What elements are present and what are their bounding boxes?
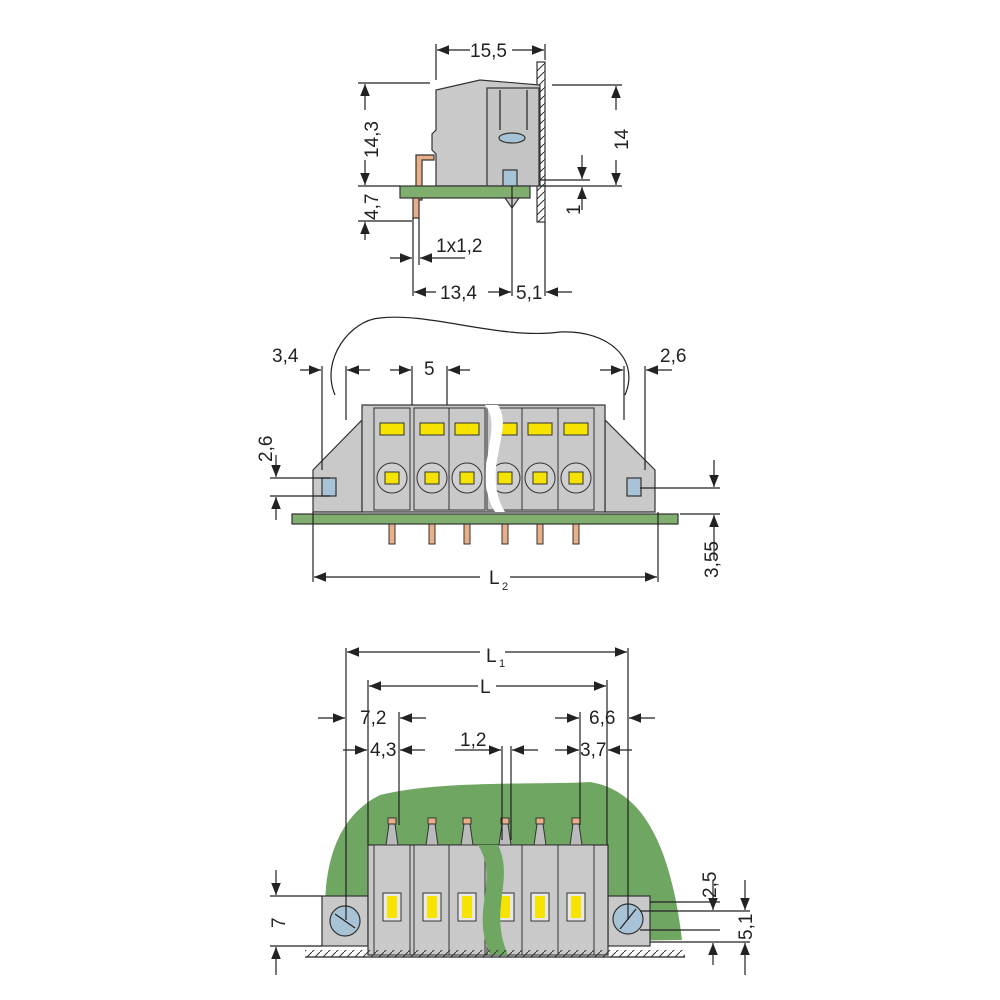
screw-head: [498, 132, 526, 144]
pin-shank: [569, 823, 583, 846]
side-view: 15,5 14,3 4,7 14 1 1x1,2 13,4 5,1: [358, 41, 633, 304]
pin-tip: [571, 817, 581, 825]
dim-screw-height: 2,5: [700, 872, 721, 898]
pin-tip: [535, 817, 545, 825]
actuator-slot-bottom: [535, 896, 545, 918]
cutaway-outline: [330, 316, 630, 396]
dim-height-total: 14,3: [362, 121, 383, 158]
pin-tail: [412, 197, 420, 219]
actuator-slot: [419, 422, 445, 436]
solder-pin: [536, 523, 544, 545]
clamp-window: [532, 471, 548, 485]
pin-shank: [385, 823, 399, 846]
dim-height: 7: [269, 917, 290, 928]
dim-pin-length: 4,7: [362, 194, 383, 220]
pin-shank: [425, 823, 439, 846]
pcb-side: [399, 185, 531, 199]
dim-width: 15,5: [470, 41, 507, 62]
mount-hole-left: [321, 477, 337, 497]
actuator-slot-bottom: [387, 896, 397, 918]
pcb-front: [291, 513, 679, 525]
clamp-window: [568, 471, 584, 485]
break-line-bottom: [478, 845, 508, 955]
mount-hole-right: [626, 477, 642, 497]
pin-tip: [427, 817, 437, 825]
dim-l: L: [480, 677, 491, 698]
actuator-slot: [527, 422, 553, 436]
actuator-slot: [454, 422, 480, 436]
dim-pin-to-screw: 13,4: [440, 283, 477, 304]
clamp-window: [459, 471, 475, 485]
svg-text:2: 2: [502, 581, 508, 593]
dim-l1: L: [486, 646, 497, 667]
ground-hatch: [305, 950, 685, 957]
dim-flange-left: 3,4: [272, 346, 299, 367]
dim-screw-to-panel: 5,1: [516, 283, 542, 304]
break-line: [485, 405, 505, 512]
solder-pin: [463, 523, 471, 545]
dim-pin-below: 3,55: [702, 541, 723, 578]
actuator-slot: [379, 422, 405, 436]
dim-mount-height: 5,1: [736, 914, 757, 940]
solder-pin: [572, 523, 580, 545]
solder-pin: [428, 523, 436, 545]
pin-shank: [533, 823, 547, 846]
dim-left-outer: 7,2: [360, 708, 386, 729]
dim-height-body: 14: [612, 128, 633, 150]
dim-pin-width: 1,2: [460, 730, 486, 751]
actuator-slot-bottom: [462, 896, 472, 918]
dim-pin-size: 1x1,2: [436, 236, 482, 257]
flange-left: [312, 418, 363, 513]
bottom-view: L 1 L 7,2 6,6 4,3 1,2 3,7 7 2,5 5,1: [269, 646, 757, 975]
dim-flange-right: 2,6: [660, 346, 686, 367]
dim-right-inner: 3,7: [580, 740, 606, 761]
clamp-window: [384, 471, 400, 485]
solder-pin: [388, 523, 396, 545]
actuator-slot-bottom: [427, 896, 437, 918]
clamp-window: [497, 471, 513, 485]
actuator-slot-bottom: [571, 896, 581, 918]
pole-column-bottom: [373, 844, 411, 956]
dim-overall-length: L: [489, 568, 500, 589]
front-view: 3,4 5 2,6 2,6 3,55 L 2: [256, 316, 723, 593]
actuator-slot: [563, 422, 589, 436]
solder-pin: [501, 523, 509, 545]
pin-shank: [460, 823, 474, 846]
dim-pitch: 5: [424, 359, 435, 380]
dim-panel-offset: 1: [564, 204, 585, 215]
pin-tip: [462, 817, 472, 825]
actuator-slot-bottom: [500, 896, 510, 918]
clamp-window: [424, 471, 440, 485]
screw-shaft: [502, 169, 518, 187]
svg-text:1: 1: [499, 658, 505, 670]
pin-tip: [387, 817, 397, 825]
flange-right: [604, 418, 656, 513]
dim-right-outer: 6,6: [589, 708, 615, 729]
dim-left-inner: 4,3: [370, 740, 396, 761]
dim-hole-height: 2,6: [256, 436, 277, 462]
